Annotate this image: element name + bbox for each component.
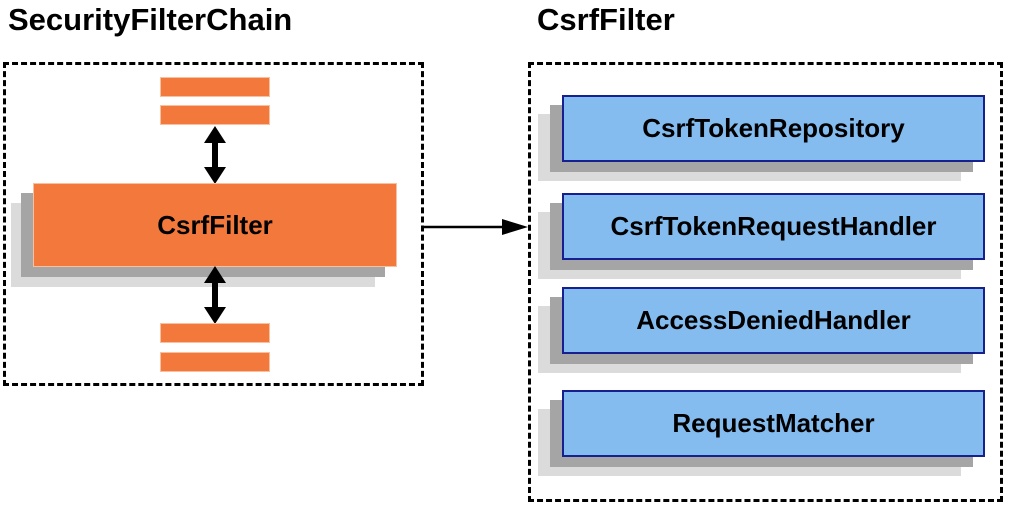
csrf-filter-title: CsrfFilter [537, 2, 675, 37]
security-filter-chain-title: SecurityFilterChain [8, 2, 293, 37]
bidirectional-arrow-icon [204, 266, 226, 324]
filter-placeholder-bar [160, 77, 270, 97]
bidirectional-arrow-icon [204, 126, 226, 184]
csrf-token-request-handler-box: CsrfTokenRequestHandler [562, 193, 985, 260]
filter-placeholder-bar [160, 352, 270, 372]
csrf-filter-box: CsrfFilter [33, 183, 397, 267]
flow-arrow-icon [424, 219, 528, 235]
security-filter-chain-container [3, 62, 424, 386]
request-matcher-box: RequestMatcher [562, 390, 985, 457]
csrf-filter-container [528, 62, 1003, 502]
filter-placeholder-bar [160, 105, 270, 125]
access-denied-handler-box: AccessDeniedHandler [562, 287, 985, 354]
csrf-token-repository-box: CsrfTokenRepository [562, 95, 985, 162]
filter-placeholder-bar [160, 323, 270, 343]
